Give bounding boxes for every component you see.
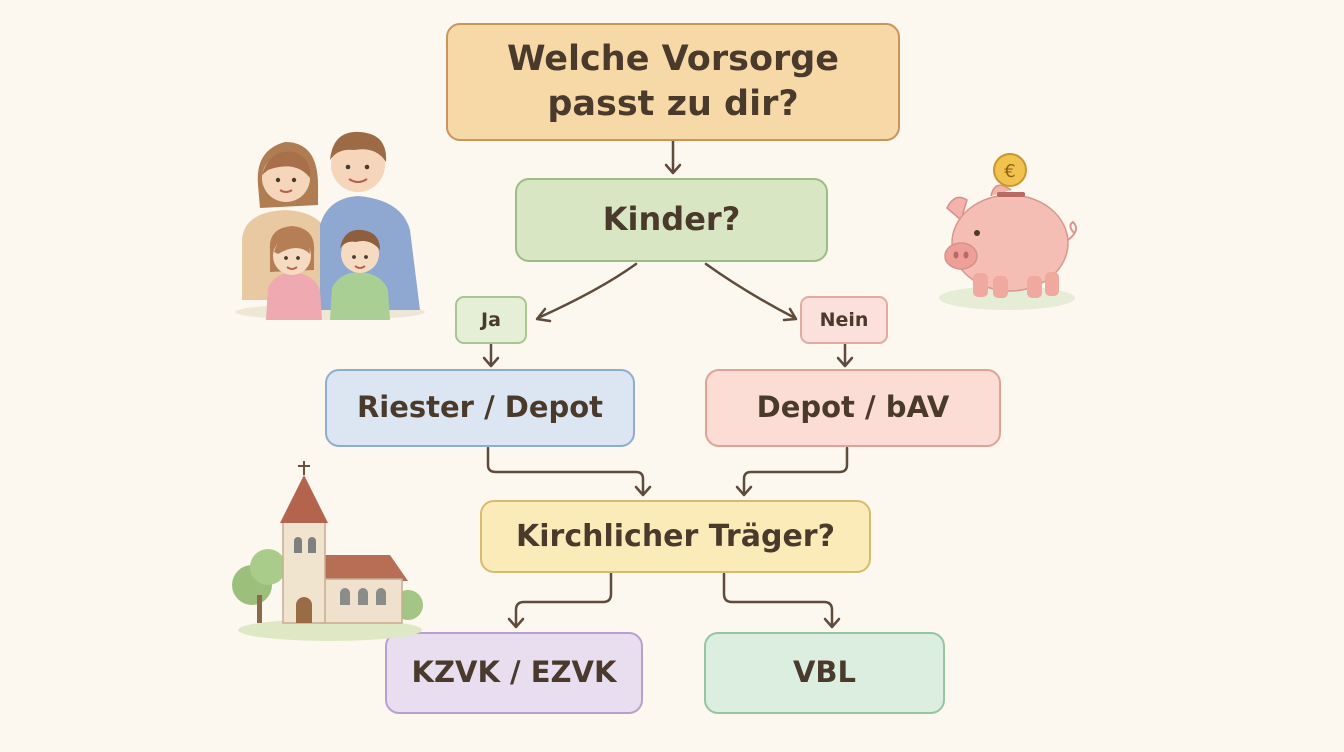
node-result-no: Depot / bAV — [705, 369, 1001, 447]
arrowhead-kinder — [664, 163, 682, 175]
arrowhead-nein — [782, 307, 798, 322]
connector-kinder-ja — [536, 262, 638, 320]
euro-coin-symbol: € — [1004, 161, 1015, 182]
arrowhead-ja — [535, 307, 552, 323]
connector-riester-kirch — [486, 446, 645, 496]
node-result-kzvk: KZVK / EZVK — [385, 632, 643, 714]
connector-kirch-kzvk — [514, 572, 613, 628]
church-icon — [232, 461, 423, 641]
connector-kirch-vbl — [722, 572, 834, 628]
arrowhead-vbl — [823, 617, 841, 629]
arrowhead-depot — [836, 356, 854, 368]
piggy-bank-icon: € — [939, 153, 1078, 310]
connector-depot-kirch — [742, 446, 849, 496]
arrowhead-riester — [482, 356, 500, 368]
connector-kinder-nein — [704, 262, 797, 320]
node-result-yes: Riester / Depot — [325, 369, 635, 447]
arrowhead-kzvk — [507, 617, 525, 629]
arrowhead-kirch-right — [735, 485, 753, 497]
node-result-vbl: VBL — [704, 632, 945, 714]
node-question-church: Kirchlicher Träger? — [480, 500, 871, 573]
label-yes: Ja — [455, 296, 527, 344]
arrowhead-kirch-left — [634, 485, 652, 497]
family-icon — [235, 131, 425, 320]
node-question-children: Kinder? — [515, 178, 828, 262]
label-no: Nein — [800, 296, 888, 344]
node-title: Welche Vorsorge passt zu dir? — [446, 23, 900, 141]
